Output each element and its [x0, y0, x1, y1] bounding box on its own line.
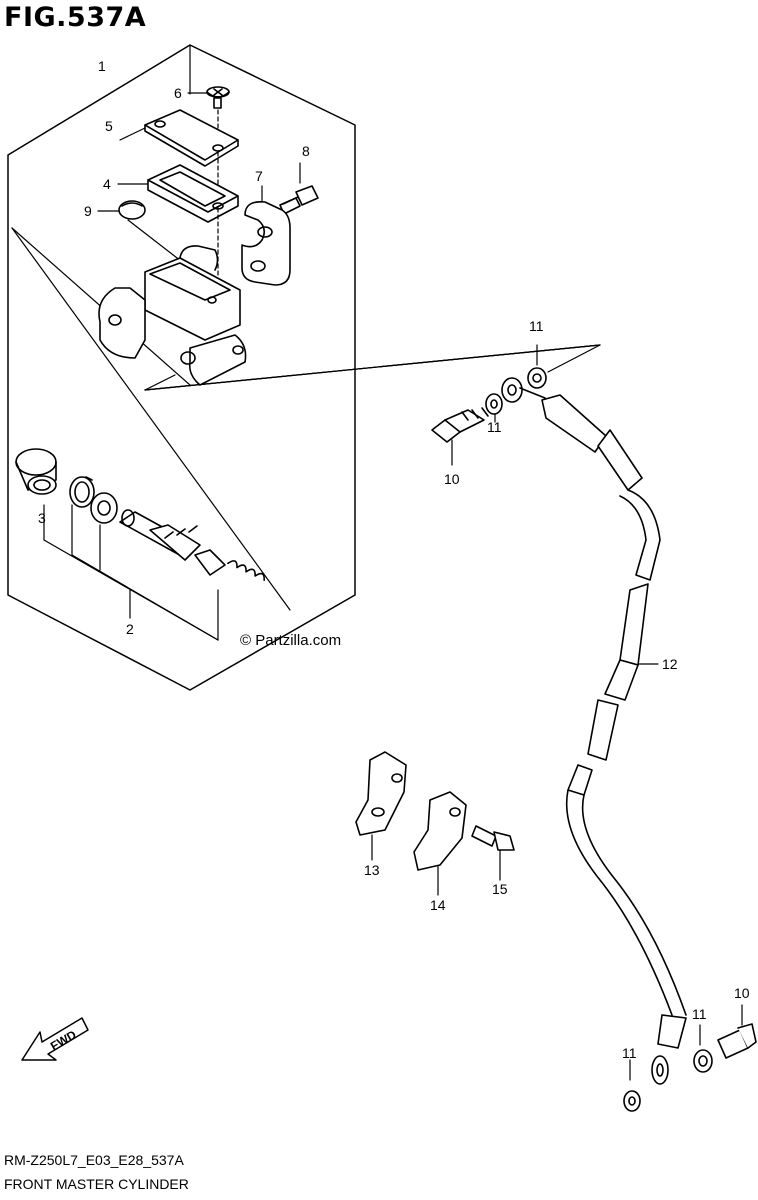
- part-clamp-7: [241, 200, 291, 286]
- part-washer: [90, 492, 118, 524]
- figure-title: FIG.537A: [4, 2, 147, 33]
- callout-8: 8: [302, 143, 310, 159]
- part-brake-hose-12: [501, 377, 687, 1085]
- part-washer-11-bottom-b: [623, 1090, 641, 1112]
- leader-lines: [11, 92, 743, 1081]
- callout-2: 2: [126, 621, 134, 637]
- callout-6: 6: [174, 85, 182, 101]
- fwd-arrow-icon: FWD: [21, 1017, 89, 1061]
- callout-11c: 11: [692, 1006, 707, 1022]
- watermark: © Partzilla.com: [240, 632, 342, 649]
- callout-9: 9: [84, 203, 92, 219]
- part-bolt-15: [471, 825, 515, 851]
- callout-11d: 11: [622, 1045, 637, 1061]
- part-cover-5: [144, 109, 239, 167]
- part-washer-11-top-a: [485, 393, 503, 415]
- part-banjo-bolt-10-bottom: [717, 1023, 757, 1059]
- callout-10b: 10: [734, 985, 750, 1001]
- part-diaphragm-4: [147, 164, 239, 223]
- part-screw-6: [206, 86, 230, 109]
- callout-12: 12: [662, 656, 678, 672]
- callout-4: 4: [103, 176, 111, 192]
- part-washer-11-bottom-a: [693, 1049, 713, 1073]
- part-master-cylinder-body: [98, 245, 247, 386]
- part-banjo-bolt-10-top: [431, 407, 489, 443]
- callout-5: 5: [105, 118, 113, 134]
- assembly-outline: [7, 44, 356, 691]
- figure-name: FRONT MASTER CYLINDER: [4, 1176, 189, 1192]
- part-boot-3: [15, 448, 57, 495]
- part-circlip: [69, 476, 95, 508]
- callout-3: 3: [38, 510, 46, 526]
- callout-10a: 10: [444, 471, 460, 487]
- callout-11a: 11: [529, 318, 544, 334]
- part-clamp-14: [413, 791, 467, 871]
- callout-7: 7: [255, 168, 263, 184]
- part-clamp-13: [355, 751, 407, 836]
- callout-14: 14: [430, 897, 446, 913]
- part-washer-11-top-b: [527, 367, 547, 389]
- part-bolt-8: [279, 185, 319, 215]
- part-piston-2: [119, 509, 265, 582]
- part-cap-9: [118, 200, 146, 220]
- callout-13: 13: [364, 862, 380, 878]
- callout-labels: 1 2 3 4 5 6 7 8 9 10 10 11 11 11 11 12 1…: [38, 58, 750, 1061]
- figure-code: RM-Z250L7_E03_E28_537A: [4, 1152, 184, 1168]
- callout-15: 15: [492, 881, 508, 897]
- callout-1: 1: [98, 58, 106, 74]
- callout-11b: 11: [487, 419, 502, 435]
